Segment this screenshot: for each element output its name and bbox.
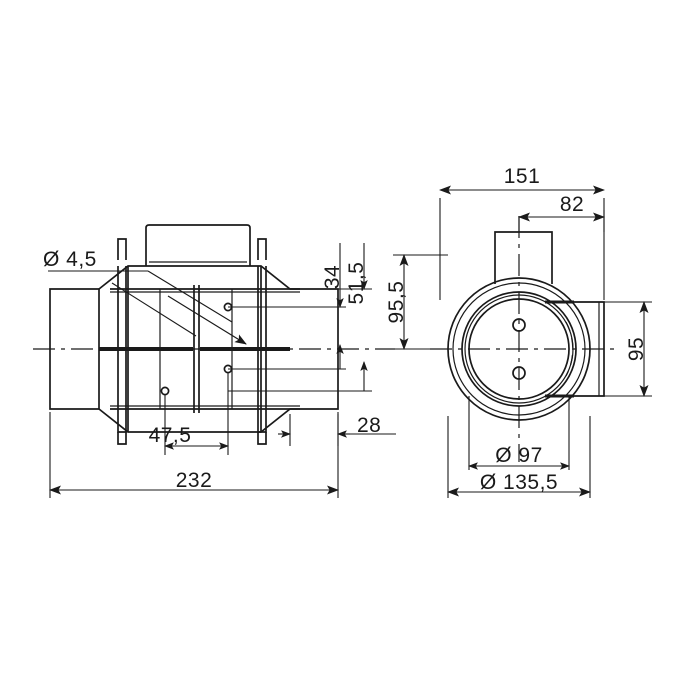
dim-label-d45: Ø 4,5 [43,248,97,271]
d45-leader-arrow [167,295,247,345]
dim-label-1355: Ø 135,5 [480,471,558,494]
dim-label-95: 95 [625,337,648,361]
d45-leader-b [111,282,197,337]
bracket-tab-left-lower [117,432,127,445]
dim-label-28: 28 [357,414,381,437]
d45-leader-a [147,270,233,323]
side-view-dimensions [48,243,448,498]
bracket-tab-right-outer [257,238,267,260]
dim-label-955: 95,5 [385,281,408,324]
dim-label-151: 151 [504,165,541,188]
mounting-hole-bracket [160,386,170,396]
dim-label-475: 47,5 [149,424,192,447]
dim-label-515: 51,5 [345,262,368,305]
dim-label-82: 82 [560,193,584,216]
front-view-group [430,216,620,462]
top-neck-outline [494,231,553,284]
dim-label-97: Ø 97 [495,444,543,467]
hidden-flange-arc [565,321,574,377]
side-view-dim-labels: Ø 4,5 47,5 232 28 34 51,5 95,5 [43,248,408,492]
terminal-box-outline [145,224,251,266]
bracket-tab-right-lower [257,432,267,445]
front-view-dimensions [439,185,652,498]
front-view-dim-labels: 151 82 95 Ø 97 Ø 135,5 [480,165,648,494]
bracket-tab-left-outer [117,238,127,260]
dim-label-232: 232 [176,469,213,492]
dim-label-34: 34 [321,265,344,289]
